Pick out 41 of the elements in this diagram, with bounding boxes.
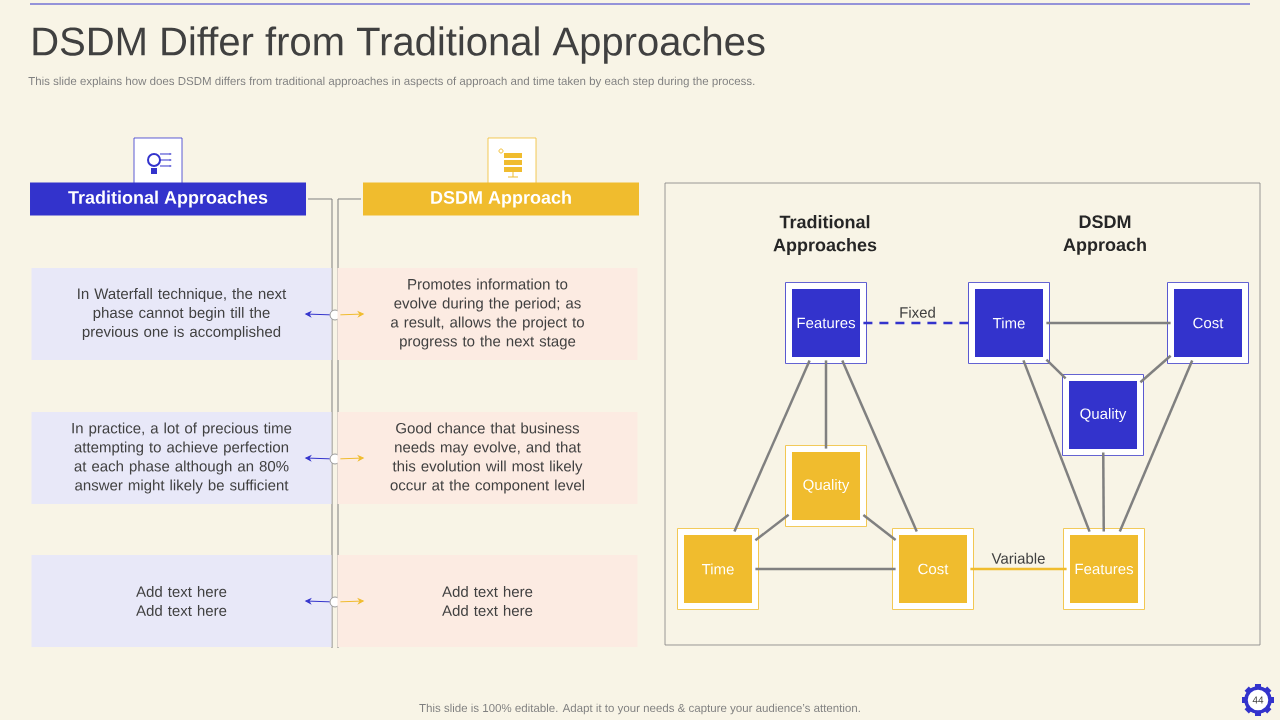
text-card: In Waterfall technique, the next phase cannot begin till the previous one is accomplished — [31, 268, 332, 360]
connector — [862, 514, 897, 541]
connector — [1102, 452, 1105, 532]
subtitle: This slide explains how does DSDM differs from traditional approaches in aspects of approach and time taken by each step during the process. — [28, 76, 755, 88]
connector — [305, 455, 331, 461]
connector — [970, 567, 1067, 571]
connector — [733, 359, 811, 533]
connector — [824, 360, 828, 449]
text-card: Good chance that business needs may evolve, and that this evolution will most likely occur at the component level — [337, 412, 638, 504]
square-box: Quality — [1062, 374, 1144, 456]
page-number-gear: 44 — [1242, 684, 1274, 716]
connector — [1139, 354, 1172, 384]
footer-note: This slide is 100% editable. Adapt it to your needs & capture your audience’s attention. — [419, 703, 860, 715]
connector — [339, 455, 364, 461]
text-card: Add text here Add text here — [31, 555, 332, 647]
slide-title: DSDM Differ from Traditional Approaches — [33, 26, 765, 64]
square-box: Cost — [1167, 282, 1249, 364]
text-card: Promotes information to evolve during the period; as a result, allows the project to progress to the next stage — [337, 268, 638, 360]
connector — [1022, 359, 1091, 533]
square-box: Time — [677, 528, 759, 610]
header-bar: Traditional Approaches — [30, 182, 306, 216]
connector — [1118, 359, 1194, 533]
header-bar: DSDM Approach — [363, 182, 639, 216]
panel-heading: Traditional Approaches — [773, 215, 877, 255]
square-box: Features — [785, 282, 867, 364]
connector — [841, 359, 918, 533]
text-card: Add text here Add text here — [337, 555, 638, 647]
connector — [339, 598, 364, 604]
connector — [754, 513, 790, 542]
connector — [305, 311, 331, 317]
connector — [305, 598, 331, 604]
connector — [339, 311, 364, 317]
connector — [1045, 358, 1067, 380]
panel-heading: DSDM Approach — [1063, 215, 1146, 255]
connector — [1046, 321, 1171, 325]
square-box: Quality — [785, 445, 867, 527]
square-box: Features — [1063, 528, 1145, 610]
text-card: In practice, a lot of precious time attempting to achieve perfection at each phase although an 80% answer might likely be sufficient — [31, 412, 332, 504]
square-box: Time — [968, 282, 1050, 364]
square-box: Cost — [892, 528, 974, 610]
connector — [755, 567, 896, 571]
